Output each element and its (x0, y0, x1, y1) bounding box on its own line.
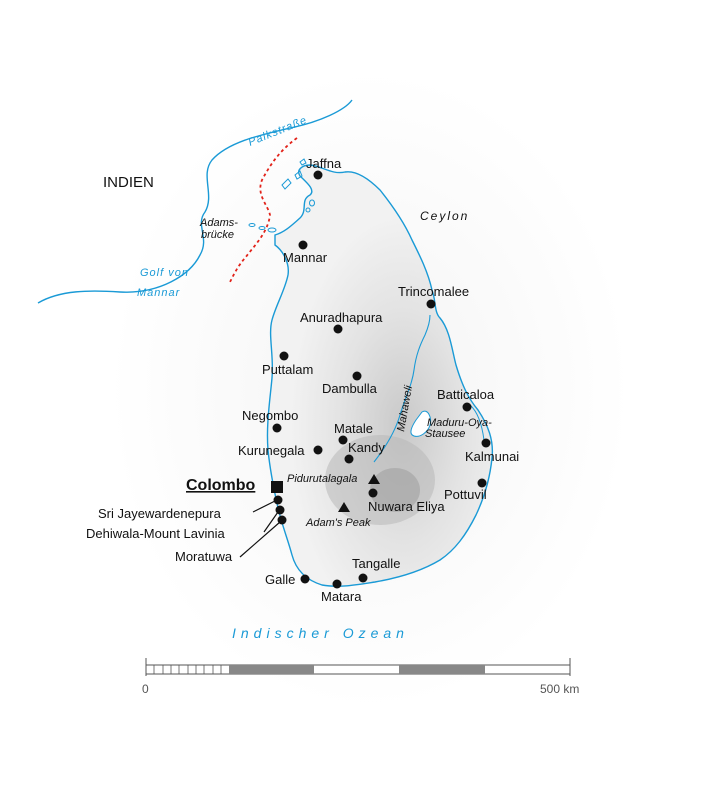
batticaloa-lagoon (469, 404, 485, 441)
city-label-dehiwala: Dehiwala-Mount Lavinia (86, 526, 226, 541)
city-label-nuwara-eliya: Nuwara Eliya (368, 499, 445, 514)
city-marker-mannar (298, 240, 308, 250)
maritime-border (229, 137, 298, 283)
city-label-moratuwa: Moratuwa (175, 549, 233, 564)
capital-label: Colombo (186, 477, 256, 494)
scale-end-label: 500 km (540, 682, 579, 696)
city-label-tangalle: Tangalle (352, 556, 400, 571)
capital-marker (271, 481, 283, 493)
adams-bridge-label-2: brücke (201, 229, 234, 241)
city-marker-batticaloa (462, 402, 472, 412)
sri-lanka-island (266, 164, 494, 587)
city-marker-kurunegala (313, 445, 323, 455)
city-label-matale: Matale (334, 421, 373, 436)
ceylon-label: Ceylon (420, 209, 469, 223)
city-marker-kalmunai (481, 438, 491, 448)
city-marker-matale (338, 435, 348, 445)
peak-label-adams-peak: Adam's Peak (305, 517, 371, 529)
city-marker-matara (332, 579, 342, 589)
city-label-matara: Matara (321, 589, 362, 604)
gulf-label-line2: Mannar (137, 287, 181, 299)
city-marker-kandy (344, 454, 354, 464)
jaffna-islands (281, 158, 315, 213)
city-label-batticaloa: Batticaloa (437, 387, 495, 402)
city-label-trincomalee: Trincomalee (398, 284, 469, 299)
central-highlands-peak (370, 468, 420, 512)
city-marker-pottuvil (477, 478, 487, 488)
city-label-kalmunai: Kalmunai (465, 449, 519, 464)
city-label-mannar: Mannar (283, 250, 328, 265)
city-marker-trincomalee (426, 299, 436, 309)
peak-marker-adams-peak (338, 502, 350, 512)
ocean-label: Indischer Ozean (232, 625, 409, 641)
adams-bridge-islets (248, 223, 277, 233)
city-marker-puttalam (279, 351, 289, 361)
city-label-kandy: Kandy (348, 440, 385, 455)
adams-bridge-label-1: Adams- (199, 217, 238, 229)
india-label: INDIEN (103, 174, 154, 191)
mahaweli-river (373, 314, 431, 463)
city-label-jaffna: Jaffna (306, 156, 342, 171)
city-label-anuradhapura: Anuradhapura (300, 310, 383, 325)
city-label-puttalam: Puttalam (262, 362, 313, 377)
india-coastline (37, 99, 353, 304)
scale-start-label: 0 (142, 682, 149, 696)
city-label-sri-jayewardenepura: Sri Jayewardenepura (98, 506, 222, 521)
city-markers (272, 170, 491, 589)
city-label-galle: Galle (265, 572, 295, 587)
reservoir-label-1: Maduru-Oya- (427, 417, 492, 429)
city-marker-jaffna (313, 170, 323, 180)
city-label-pottuvil: Pottuvil (444, 487, 487, 502)
peak-marker-pidurutalagala (368, 474, 380, 484)
city-marker-galle (300, 574, 310, 584)
peak-label-pidurutalagala: Pidurutalagala (287, 473, 357, 485)
city-marker-negombo (272, 423, 282, 433)
gulf-label-line1: Golf von (140, 267, 189, 279)
reservoir-label-2: Stausee (425, 428, 465, 440)
city-label-negombo: Negombo (242, 408, 298, 423)
city-marker-dambulla (352, 371, 362, 381)
city-marker-sri-jayewardenepura (273, 495, 283, 505)
leader-lines (239, 500, 281, 558)
city-label-kurunegala: Kurunegala (238, 443, 305, 458)
city-marker-anuradhapura (333, 324, 343, 334)
city-label-dambulla: Dambulla (322, 381, 378, 396)
maduru-oya-reservoir (410, 410, 431, 437)
city-marker-nuwara-eliya (368, 488, 378, 498)
scale-bar: 0 500 km (142, 658, 579, 696)
city-marker-tangalle (358, 573, 368, 583)
